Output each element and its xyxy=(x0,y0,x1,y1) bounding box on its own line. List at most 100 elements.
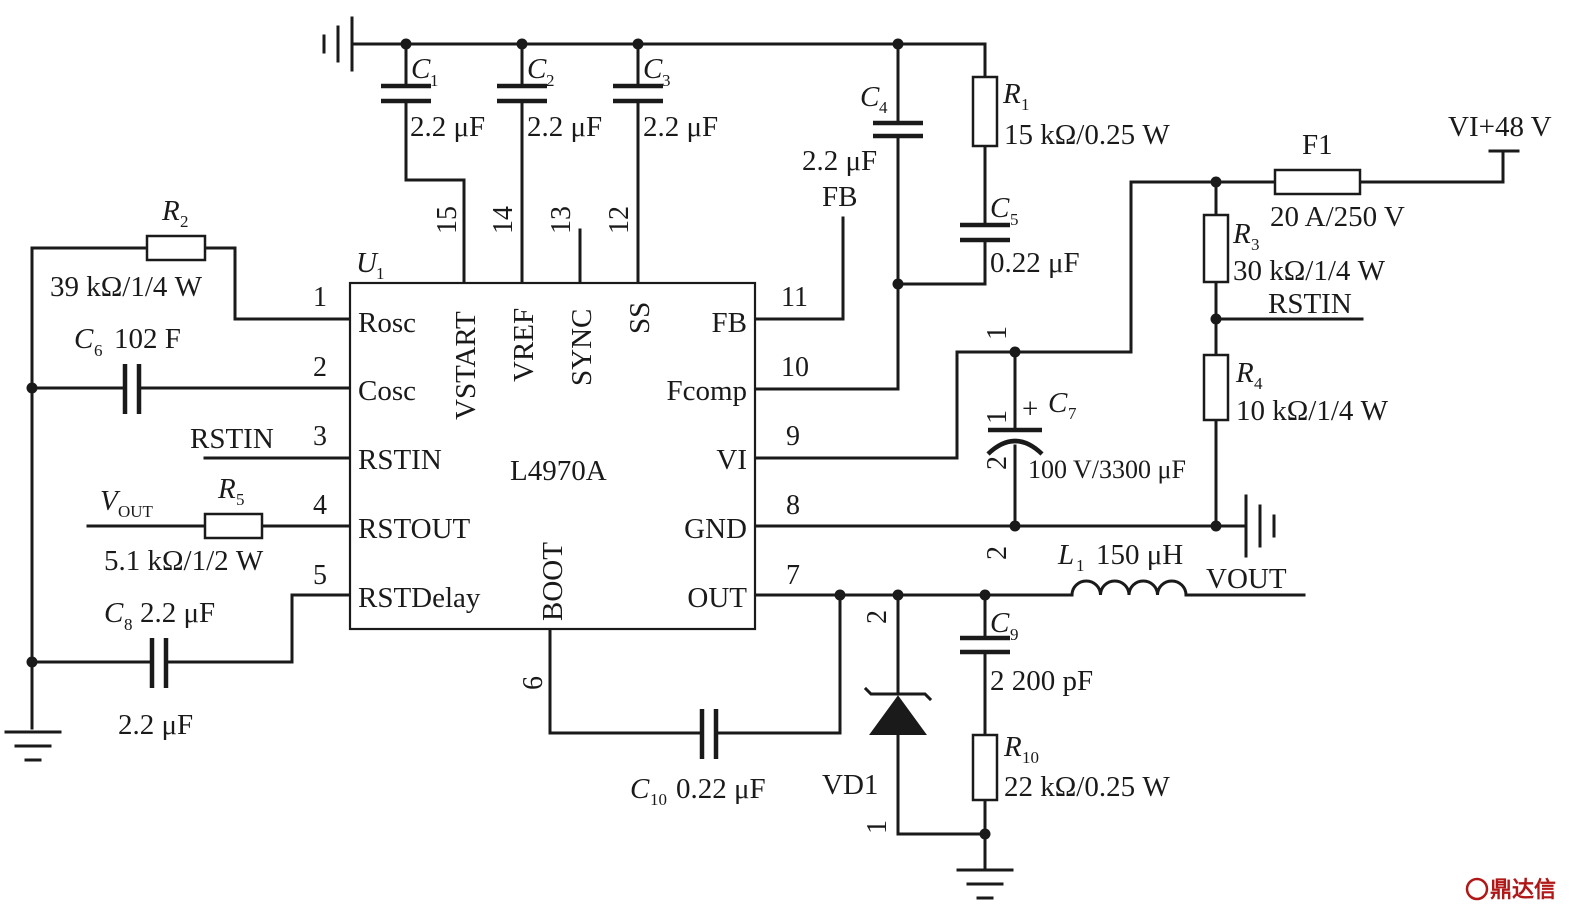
pin-name-vstart: VSTART xyxy=(450,311,482,420)
c8-ref: C xyxy=(104,597,124,629)
vd1-pin-1: 1 xyxy=(862,820,893,834)
wires xyxy=(30,42,1520,870)
ground-symbol-bottom xyxy=(956,868,1014,900)
pin-num-6: 6 xyxy=(518,676,549,690)
r5-ref-sub: 5 xyxy=(236,490,245,509)
c7-net-pin-1: 1 xyxy=(982,326,1013,340)
c7-pin-1: 1 xyxy=(982,410,1013,424)
c6-value: 102 F xyxy=(114,323,181,355)
c7-value: 100 V/3300 μF xyxy=(1028,455,1186,484)
c1-value: 2.2 μF xyxy=(410,111,485,143)
capacitor-c1-symbol xyxy=(381,83,431,104)
pin-name-gnd: GND xyxy=(684,513,747,545)
rstin-net-label-left: RSTIN xyxy=(190,423,274,455)
pin-name-rosc: Rosc xyxy=(358,307,416,339)
c4-value: 2.2 μF xyxy=(802,145,877,177)
vout-input-label: V xyxy=(100,485,121,517)
ic-designator-sub: 1 xyxy=(376,264,385,283)
ic-u1-body xyxy=(348,281,757,631)
r1-ref: R xyxy=(1002,78,1021,110)
vout-net-label: VOUT xyxy=(1206,563,1287,595)
ic-labels: U 1 L4970A Rosc Cosc RSTIN RSTOUT RSTDel… xyxy=(313,206,809,690)
watermark-logo: 鼎达信 xyxy=(1465,877,1556,903)
r3-value: 30 kΩ/1/4 W xyxy=(1233,255,1386,287)
pin-num-13: 13 xyxy=(546,206,577,234)
r10-value: 22 kΩ/0.25 W xyxy=(1004,771,1170,803)
pin-name-sync: SYNC xyxy=(566,309,598,386)
pin-num-3: 3 xyxy=(313,421,327,452)
pin-name-vi: VI xyxy=(716,444,747,476)
resistor-r4-symbol xyxy=(1202,353,1230,422)
c7-ref: C xyxy=(1048,387,1068,419)
c3-ref-sub: 3 xyxy=(662,71,671,90)
capacitor-c8-symbol xyxy=(149,638,169,688)
c5-ref: C xyxy=(990,192,1010,224)
c1-ref-sub: 1 xyxy=(430,71,439,90)
fuse-f1-symbol xyxy=(1273,168,1362,196)
pin-num-5: 5 xyxy=(313,560,327,591)
inductor-l1-symbol xyxy=(1070,579,1188,597)
pin-num-15: 15 xyxy=(432,206,463,234)
pin-name-vref: VREF xyxy=(508,308,540,382)
c9-ref: C xyxy=(990,607,1010,639)
vin-net-label: VI+48 V xyxy=(1448,111,1552,143)
ground-symbol-right xyxy=(1244,494,1276,558)
junction-dots xyxy=(26,38,1222,840)
capacitor-c6-symbol xyxy=(122,364,142,414)
c2-ref-sub: 2 xyxy=(546,71,555,90)
ic-designator: U xyxy=(356,247,379,279)
resistor-r5-symbol xyxy=(203,512,264,540)
pin-name-rstout: RSTOUT xyxy=(358,513,471,545)
r3-ref-sub: 3 xyxy=(1251,235,1260,254)
pin-name-out: OUT xyxy=(687,582,747,614)
vout-input-sub: OUT xyxy=(118,502,154,521)
pin-num-11: 11 xyxy=(781,282,808,313)
c7-net-pin-2: 2 xyxy=(982,546,1013,560)
c4-ref: C xyxy=(860,81,880,113)
pin-name-ss: SS xyxy=(624,302,656,334)
pin-num-8: 8 xyxy=(786,490,800,521)
pin-num-12: 12 xyxy=(604,206,635,234)
capacitor-c2-symbol xyxy=(497,83,547,104)
pin-name-fb: FB xyxy=(712,307,747,339)
pin-num-7: 7 xyxy=(786,560,800,591)
c3-value: 2.2 μF xyxy=(643,111,718,143)
pin-num-10: 10 xyxy=(781,352,809,383)
c7-plus-sign: + xyxy=(1022,393,1038,425)
c8-value-2: 2.2 μF xyxy=(118,709,193,741)
r4-ref: R xyxy=(1235,357,1254,389)
pin-num-2: 2 xyxy=(313,352,327,383)
r5-ref: R xyxy=(217,473,236,505)
rstin-net-label-right: RSTIN xyxy=(1268,288,1352,320)
c7-pin-2: 2 xyxy=(982,456,1013,470)
c9-value: 2 200 pF xyxy=(990,665,1093,697)
ground-symbol-top xyxy=(322,16,354,72)
c3-ref: C xyxy=(643,53,663,85)
c2-ref: C xyxy=(527,53,547,85)
pin-name-rstdelay: RSTDelay xyxy=(358,582,481,614)
capacitor-c10-symbol xyxy=(699,709,719,759)
r2-value: 39 kΩ/1/4 W xyxy=(50,271,203,303)
c8-ref-sub: 8 xyxy=(124,615,133,634)
c5-value: 0.22 μF xyxy=(990,247,1080,279)
c1-ref: C xyxy=(411,53,431,85)
l1-ref: L xyxy=(1057,539,1074,571)
capacitor-c9-symbol xyxy=(960,635,1010,655)
c8-value: 2.2 μF xyxy=(140,597,215,629)
c6-ref: C xyxy=(74,323,94,355)
pin-name-boot: BOOT xyxy=(537,542,569,621)
resistor-r1-symbol xyxy=(971,75,999,148)
c2-value: 2.2 μF xyxy=(527,111,602,143)
ground-symbol-left xyxy=(4,730,62,762)
l1-ref-sub: 1 xyxy=(1076,556,1085,575)
r10-ref: R xyxy=(1003,731,1022,763)
capacitor-c5-symbol xyxy=(960,222,1010,243)
c9-ref-sub: 9 xyxy=(1010,625,1019,644)
r2-ref-sub: 2 xyxy=(180,212,189,231)
r4-value: 10 kΩ/1/4 W xyxy=(1236,395,1389,427)
capacitor-c7-symbol xyxy=(986,427,1044,456)
r4-ref-sub: 4 xyxy=(1254,374,1263,393)
c10-ref: C xyxy=(630,773,650,805)
f1-value: 20 A/250 V xyxy=(1270,201,1405,233)
c6-ref-sub: 6 xyxy=(94,341,103,360)
